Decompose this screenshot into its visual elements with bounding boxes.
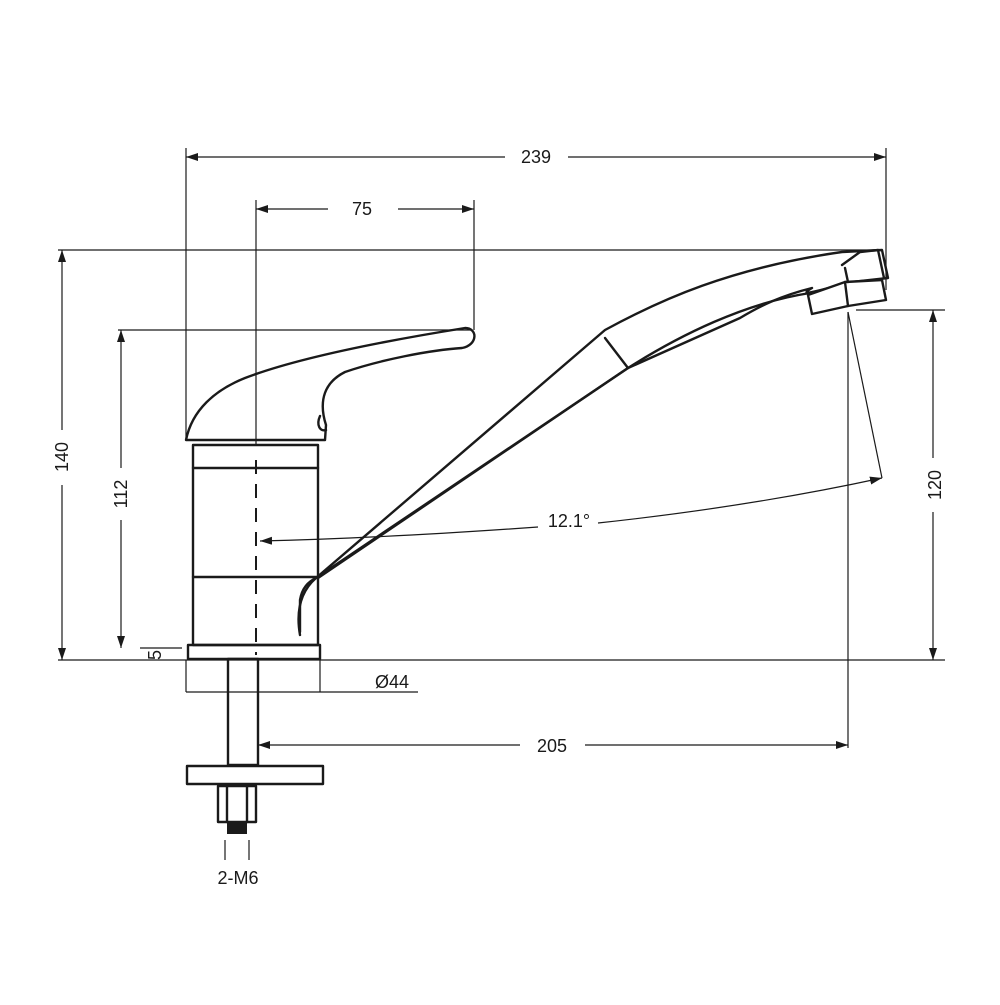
- label-handle-reach: 75: [352, 199, 372, 219]
- spout-lower-edge: [314, 291, 812, 580]
- fixing-nut: [216, 784, 258, 824]
- label-spout-angle: 12.1°: [548, 511, 590, 531]
- label-overall-length: 239: [521, 147, 551, 167]
- dim-angle-arc-left: [259, 526, 539, 545]
- label-total-height: 140: [52, 442, 72, 472]
- spout-tip-line: [843, 266, 850, 284]
- dimension-labels: 239 75 140 112 5 120 12.1° 205 Ø44 2-M6: [52, 147, 945, 888]
- mounting-washer: [185, 764, 325, 786]
- spout-upper-edge: [298, 576, 318, 634]
- dimension-lines: [58, 148, 945, 860]
- spout-tip: [840, 248, 886, 280]
- label-base-thickness: 5: [145, 650, 165, 660]
- handle-knob: [317, 414, 328, 432]
- aerator-line: [843, 280, 850, 308]
- label-base-diameter: Ø44: [375, 672, 409, 692]
- label-handle-height: 112: [111, 480, 131, 509]
- spout-joint-line: [603, 336, 630, 370]
- mounting-stud: [226, 657, 260, 767]
- dim-angle-arc-right: [597, 476, 883, 524]
- thread-end: [227, 822, 247, 834]
- base-plate: [186, 643, 322, 661]
- label-spout-height: 120: [925, 470, 945, 500]
- label-fixing: 2-M6: [217, 868, 258, 888]
- handle-lever: [184, 326, 476, 442]
- spout-outline: [297, 248, 890, 637]
- label-spout-reach: 205: [537, 736, 567, 756]
